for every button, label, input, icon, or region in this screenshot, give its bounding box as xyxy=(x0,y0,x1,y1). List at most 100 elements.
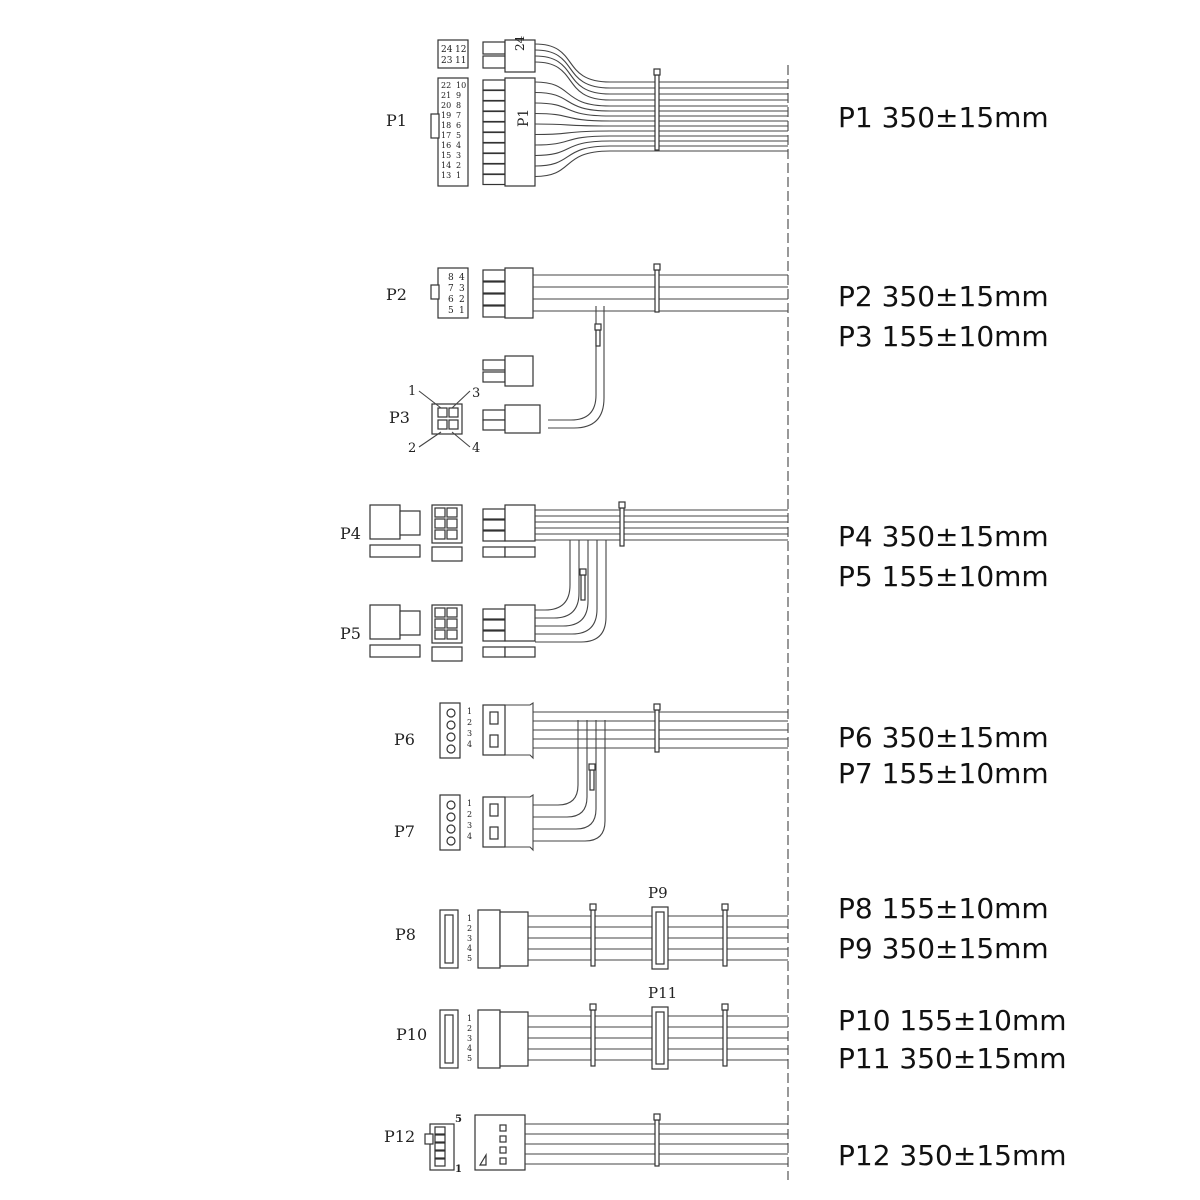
connector-part xyxy=(446,529,458,540)
p12-key xyxy=(478,1152,487,1166)
pin-number: 10 xyxy=(456,81,466,90)
connector-part xyxy=(655,1011,665,1065)
connector-part xyxy=(399,610,421,636)
p2-latch xyxy=(430,284,440,300)
connector-part xyxy=(499,1011,529,1067)
connector-label-p11: P11 xyxy=(648,984,677,1002)
wire xyxy=(533,720,579,806)
connector-part xyxy=(424,1133,434,1145)
p1-plug-label: P1 xyxy=(516,109,532,127)
connector-label-p12: P12 xyxy=(384,1127,415,1146)
pin-number: 14 xyxy=(441,161,451,170)
connector-part xyxy=(434,618,446,629)
connector-part xyxy=(482,79,506,91)
connector-label-p7: P7 xyxy=(394,822,415,841)
connector-part xyxy=(504,546,536,558)
length-p4: P4 350±15mm xyxy=(838,520,1049,553)
length-p12: P12 350±15mm xyxy=(838,1139,1067,1172)
cable-tie xyxy=(722,909,728,967)
connector-part xyxy=(482,100,506,112)
cable-tie-head xyxy=(653,703,661,711)
cable-tie xyxy=(654,1119,660,1167)
wire xyxy=(535,540,571,611)
cable-tie-head xyxy=(653,263,661,271)
wire xyxy=(534,43,788,83)
connector-part xyxy=(369,644,421,658)
pin-number: 19 xyxy=(441,111,451,120)
wire xyxy=(535,540,607,643)
pin-number: 1 xyxy=(455,1164,462,1175)
connector-part xyxy=(482,41,506,55)
pin-number: 4 xyxy=(467,832,472,841)
wire xyxy=(534,55,788,95)
molex-pin-hole xyxy=(446,732,456,742)
wire xyxy=(533,720,597,830)
p2-pinout xyxy=(437,267,469,319)
connector-part xyxy=(499,1124,507,1132)
connector-part xyxy=(482,608,506,620)
connector-part xyxy=(499,911,529,967)
connector-part xyxy=(446,618,458,629)
connector-part xyxy=(482,546,506,558)
cable-tie xyxy=(590,1009,596,1067)
sata-plug xyxy=(477,909,501,969)
connector-part xyxy=(482,110,506,123)
pin-number: 18 xyxy=(441,121,451,130)
connector-part xyxy=(437,407,448,418)
wire xyxy=(548,306,597,421)
connector-part xyxy=(446,607,458,618)
connector-part xyxy=(434,1142,446,1151)
p1-aux-label: 24 xyxy=(513,35,527,51)
pin-number: 11 xyxy=(455,56,466,66)
pin-number: 4 xyxy=(467,740,472,749)
wire xyxy=(418,390,442,409)
connector-part xyxy=(489,734,499,748)
wire xyxy=(535,540,580,619)
wire xyxy=(533,720,606,842)
connector-part xyxy=(446,507,458,518)
cable-tie xyxy=(654,74,660,151)
connector-part xyxy=(482,89,506,102)
connector-part xyxy=(504,646,536,658)
wire xyxy=(534,49,788,89)
connector-part xyxy=(431,546,463,562)
molex-pinout xyxy=(439,702,461,759)
pin-number: 2 xyxy=(456,161,461,170)
connector-part xyxy=(434,529,446,540)
pin-number: 3 xyxy=(459,284,465,294)
connector-part xyxy=(434,1126,446,1135)
connector-part xyxy=(499,1146,507,1154)
pin-number: 4 xyxy=(467,944,472,953)
pin-number: 22 xyxy=(441,81,451,90)
connector-part xyxy=(489,711,499,725)
molex-pin-hole xyxy=(446,800,456,810)
connector-part xyxy=(499,1135,507,1143)
pin-number: 5 xyxy=(467,1054,472,1063)
cable-tie-head xyxy=(618,501,626,509)
connector-part xyxy=(482,142,506,154)
molex-pin-hole xyxy=(446,824,456,834)
p1-plug xyxy=(504,77,536,187)
wire xyxy=(548,306,605,429)
length-p3: P3 155±10mm xyxy=(838,320,1049,353)
connector-part xyxy=(446,518,458,529)
wire xyxy=(534,61,788,101)
eps-side-view xyxy=(369,604,401,640)
pin-number: 8 xyxy=(456,101,461,110)
pin-number: 20 xyxy=(441,101,451,110)
pin-number: 2 xyxy=(467,810,472,819)
connector-part xyxy=(482,619,506,631)
cable-tie xyxy=(654,269,660,313)
connector-part xyxy=(482,173,506,186)
cable-tie xyxy=(619,507,625,547)
wire xyxy=(505,793,534,852)
length-p10: P10 155±10mm xyxy=(838,1004,1067,1037)
pin-number: 17 xyxy=(441,131,451,140)
connector-part xyxy=(482,269,506,282)
wire xyxy=(534,123,788,127)
pin-number: 1 xyxy=(467,1014,472,1023)
connector-part xyxy=(482,371,506,383)
pin-number: 21 xyxy=(441,91,451,100)
p3-pin-callout: 3 xyxy=(472,386,480,401)
